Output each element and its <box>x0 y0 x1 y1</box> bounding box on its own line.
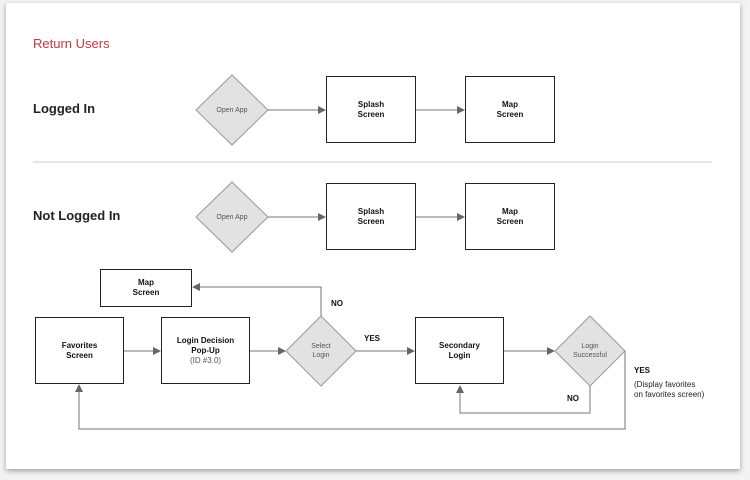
map-screen-box-not-logged-in: Map Screen <box>465 183 555 250</box>
map-screen-box-logged-in: Map Screen <box>465 76 555 143</box>
splash-screen-box-not-logged-in: Splash Screen <box>326 183 416 250</box>
open-app-label-logged-in: Open App <box>216 107 248 114</box>
edge-label-no-bottom: NO <box>567 394 579 403</box>
edge-label-no-top: NO <box>331 299 343 308</box>
arrow-success-no-to-secondary <box>456 385 591 414</box>
edge-label-yes-select: YES <box>364 334 381 343</box>
yes-success-note: (Display favorites on favorites screen) <box>634 380 705 399</box>
secondary-login-box: Secondary Login <box>415 317 504 384</box>
section-title: Return Users <box>33 36 110 51</box>
open-app-diamond-not-logged-in <box>195 181 269 253</box>
login-decision-popup-box: Login Decision Pop-Up (ID #3.0) <box>161 317 250 384</box>
select-login-diamond <box>285 315 357 387</box>
select-login-label: Select Login <box>311 343 331 359</box>
row-label-not-logged-in: Not Logged In <box>33 208 121 223</box>
login-successful-label: Login Successful <box>573 343 607 359</box>
map-screen-box-top: Map Screen <box>100 269 192 307</box>
arrow-select-no-to-map <box>192 283 322 316</box>
splash-screen-box-logged-in: Splash Screen <box>326 76 416 143</box>
open-app-diamond-logged-in <box>195 74 269 146</box>
row-label-logged-in: Logged In <box>33 101 96 116</box>
favorites-screen-box: Favorites Screen <box>35 317 124 384</box>
arrow-success-yes-to-favorites <box>75 351 626 430</box>
edge-label-yes-success: YES <box>634 366 651 375</box>
open-app-label-not-logged-in: Open App <box>216 214 248 221</box>
